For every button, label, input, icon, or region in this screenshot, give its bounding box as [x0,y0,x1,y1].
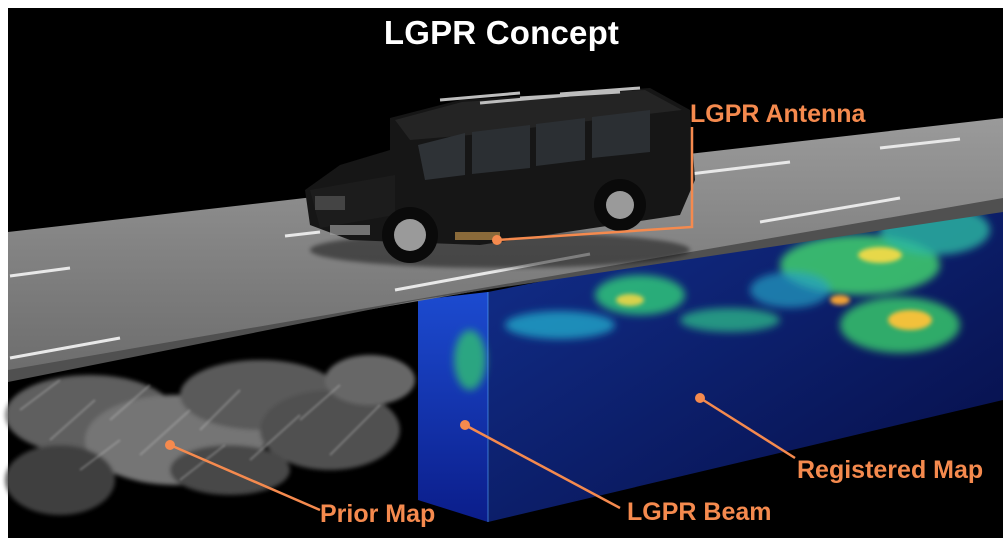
registered-map-hotspots [616,247,932,330]
callout-dots [165,235,705,450]
registered-map-label: Registered Map [797,456,984,484]
lgpr-beam-label: LGPR Beam [627,498,772,526]
callout-lines [169,127,796,512]
diagram-title: LGPR Concept [383,14,620,51]
lane-markings [9,137,961,360]
road-edge [8,198,1003,382]
antenna-unit [455,232,500,240]
prior-map-label: Prior Map [320,500,436,528]
lgpr-beam-slice [418,292,488,522]
vehicle [305,86,695,268]
lgpr-antenna-label: LGPR Antenna [690,100,866,128]
prior-map-streaks [19,379,381,481]
